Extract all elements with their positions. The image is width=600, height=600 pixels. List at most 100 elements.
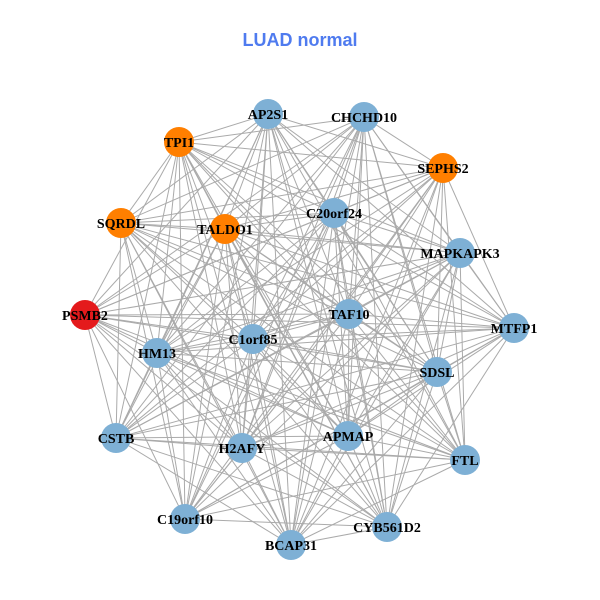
edge-SQRDL-CYB561D2 [120, 222, 388, 528]
edge-SQRDL-SDSL [120, 222, 438, 373]
edge-TPI1-TAF10 [178, 141, 350, 315]
edge-C1orf85-FTL [252, 338, 466, 461]
node-circle [106, 208, 136, 238]
node-label: APMAP [323, 430, 374, 445]
node-circle [276, 530, 306, 560]
node-label: SQRDL [97, 217, 145, 232]
node-c19orf10[interactable]: C19orf10 [157, 504, 213, 534]
edge-APMAP-FTL [347, 435, 466, 461]
node-circle [227, 433, 257, 463]
node-circle [349, 102, 379, 132]
edge-C1orf85-APMAP [252, 338, 349, 437]
edge-CSTB-CYB561D2 [115, 437, 388, 528]
node-ap2s1[interactable]: AP2S1 [248, 99, 288, 129]
edge-C20orf24-PSMB2 [84, 212, 335, 316]
edge-HM13-APMAP [156, 352, 349, 437]
edge-AP2S1-CSTB [115, 113, 269, 439]
edge-MAPKAPK3-FTL [459, 252, 466, 461]
edge-MAPKAPK3-BCAP31 [290, 252, 461, 546]
node-mtfp1[interactable]: MTFP1 [491, 313, 538, 343]
edge-TPI1-MTFP1 [178, 141, 515, 329]
edge-MTFP1-BCAP31 [290, 327, 515, 546]
edge-SEPHS2-C19orf10 [184, 167, 444, 520]
node-c20orf24[interactable]: C20orf24 [306, 198, 362, 228]
node-label: CHCHD10 [331, 111, 397, 126]
edge-TAF10-MTFP1 [348, 313, 515, 329]
edge-TPI1-SQRDL [120, 141, 180, 224]
edge-HM13-H2AFY [156, 352, 243, 449]
edge-MAPKAPK3-HM13 [156, 252, 461, 354]
edge-TPI1-CSTB [115, 141, 180, 439]
node-sephs2[interactable]: SEPHS2 [417, 153, 469, 183]
node-taf10[interactable]: TAF10 [329, 299, 370, 329]
edge-C1orf85-C19orf10 [184, 338, 254, 520]
edge-C1orf85-HM13 [156, 338, 254, 354]
node-label: C1orf85 [229, 333, 278, 348]
edge-SQRDL-FTL [120, 222, 466, 461]
node-apmap[interactable]: APMAP [323, 421, 374, 451]
edge-SEPHS2-CSTB [115, 167, 444, 439]
node-sqrdl[interactable]: SQRDL [97, 208, 145, 238]
edge-PSMB2-CYB561D2 [84, 314, 388, 528]
node-ftl[interactable]: FTL [450, 445, 480, 475]
edge-MTFP1-H2AFY [241, 327, 515, 449]
node-tpi1[interactable]: TPI1 [164, 127, 194, 157]
edge-HM13-SDSL [156, 352, 438, 373]
edge-PSMB2-FTL [84, 314, 466, 461]
edge-TAF10-CYB561D2 [348, 313, 388, 528]
edge-SEPHS2-BCAP31 [290, 167, 444, 546]
node-label: CSTB [98, 432, 135, 447]
edge-SQRDL-MAPKAPK3 [120, 222, 461, 254]
node-label: C19orf10 [157, 513, 213, 528]
edge-C20orf24-BCAP31 [290, 212, 335, 546]
node-h2afy[interactable]: H2AFY [219, 433, 266, 463]
edge-MAPKAPK3-C1orf85 [252, 252, 461, 340]
edge-SEPHS2-CYB561D2 [386, 167, 444, 528]
node-bcap31[interactable]: BCAP31 [265, 530, 317, 560]
edge-SDSL-FTL [436, 371, 466, 461]
node-label: HM13 [138, 347, 176, 362]
edge-CHCHD10-APMAP [347, 116, 365, 437]
edge-C20orf24-C19orf10 [184, 212, 335, 520]
edge-AP2S1-C19orf10 [184, 113, 269, 520]
edge-MTFP1-CSTB [115, 327, 515, 439]
edge-TALDO1-C1orf85 [224, 228, 254, 340]
node-chchd10[interactable]: CHCHD10 [331, 102, 397, 132]
edge-CHCHD10-BCAP31 [290, 116, 365, 546]
edge-SEPHS2-SQRDL [120, 167, 444, 224]
edge-TPI1-MAPKAPK3 [178, 141, 461, 254]
node-circle [210, 214, 240, 244]
node-circle [333, 421, 363, 451]
edge-TPI1-HM13 [156, 141, 180, 354]
edge-MAPKAPK3-C19orf10 [184, 252, 461, 520]
edge-TAF10-BCAP31 [290, 313, 350, 546]
edge-AP2S1-TALDO1 [224, 113, 269, 230]
edge-H2AFY-CYB561D2 [241, 447, 388, 528]
node-hm13[interactable]: HM13 [138, 338, 176, 368]
node-label: PSMB2 [62, 309, 108, 324]
edge-MTFP1-CYB561D2 [386, 327, 515, 528]
node-taldo1[interactable]: TALDO1 [197, 214, 253, 244]
edge-SEPHS2-HM13 [156, 167, 444, 354]
node-sdsl[interactable]: SDSL [419, 357, 455, 387]
node-circle [445, 238, 475, 268]
edge-C20orf24-MAPKAPK3 [333, 212, 461, 254]
edge-MAPKAPK3-CYB561D2 [386, 252, 461, 528]
edge-H2AFY-BCAP31 [241, 447, 292, 546]
node-mapkapk3[interactable]: MAPKAPK3 [420, 238, 500, 268]
edge-SDSL-CSTB [115, 371, 438, 439]
edge-SEPHS2-TAF10 [348, 167, 444, 315]
edge-SQRDL-BCAP31 [120, 222, 292, 546]
node-c1orf85[interactable]: C1orf85 [229, 324, 278, 354]
edge-C1orf85-H2AFY [241, 338, 254, 449]
node-cstb[interactable]: CSTB [98, 423, 135, 453]
edge-H2AFY-APMAP [241, 435, 349, 449]
node-cyb561d2[interactable]: CYB561D2 [353, 512, 421, 542]
edge-APMAP-CYB561D2 [347, 435, 388, 528]
node-circle [422, 357, 452, 387]
edge-C1orf85-SDSL [252, 338, 438, 373]
node-psmb2[interactable]: PSMB2 [62, 300, 108, 330]
node-label: MTFP1 [491, 322, 538, 337]
